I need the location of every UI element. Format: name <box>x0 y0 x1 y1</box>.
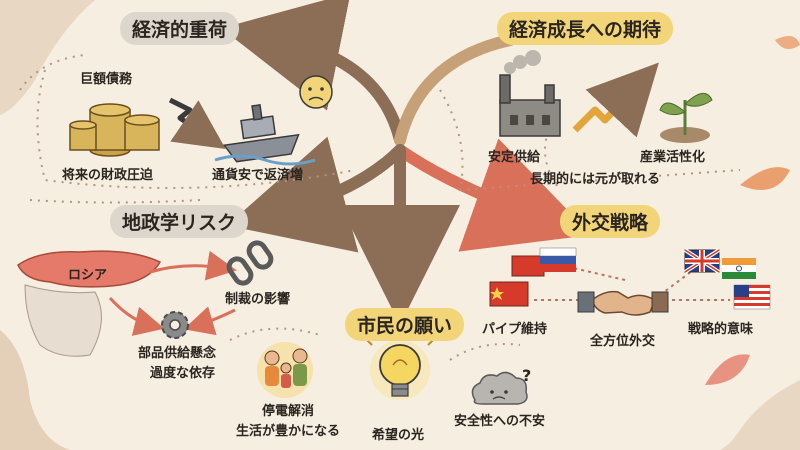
section-title-citizens-wish: 市民の願い <box>345 308 465 341</box>
section-title-economic-burden: 経済的重荷 <box>120 12 240 45</box>
arrow-russia-to-parts <box>108 296 165 336</box>
handshake-icon <box>577 290 669 316</box>
label-industry-activation: 産業活性化 <box>640 150 706 165</box>
dotted-link <box>659 264 701 296</box>
section-title-growth-expectation: 経済成長への期待 <box>497 12 674 45</box>
dotted-swirl <box>29 199 201 204</box>
flag-china-icon <box>489 255 545 307</box>
sprout-icon <box>659 93 713 143</box>
arrow-russia-to-sanctions <box>149 250 237 281</box>
family-icon <box>257 342 313 398</box>
corner-wash-bottom-left <box>0 330 70 450</box>
label-omni-diplomacy: 全方位外交 <box>590 334 656 349</box>
factory-icon <box>499 50 561 137</box>
label-stable-supply: 安定供給 <box>488 150 541 165</box>
label-sanctions: 制裁の影響 <box>225 292 291 307</box>
arrow-to-growth <box>394 34 516 146</box>
label-parts-supply: 部品供給懸念 <box>138 346 217 361</box>
dotted-frame <box>36 69 356 189</box>
arrow-to-burden <box>221 0 406 146</box>
label-safety-concern: 安全性への不安 <box>454 414 546 429</box>
lightbulb-icon <box>364 328 436 400</box>
growth-arrow-icon <box>572 62 659 138</box>
label-fiscal-pressure: 将来の財政圧迫 <box>62 168 154 183</box>
corner-wash-bottom-right <box>720 380 800 450</box>
worried-cloud-icon <box>471 371 528 405</box>
label-keep-pipe: パイプ維持 <box>482 322 548 337</box>
zigzag-arrow-icon <box>168 97 226 150</box>
label-russia: ロシア <box>68 268 108 283</box>
flag-uk-icon <box>683 248 721 274</box>
section-title-diplomatic-strategy: 外交戦略 <box>560 205 661 238</box>
arrow-to-geopolitics <box>227 136 406 253</box>
label-ray-of-hope: 希望の光 <box>372 428 425 443</box>
label-huge-debt: 巨額債務 <box>80 72 133 87</box>
label-blackout-resolved: 停電解消 <box>262 404 315 419</box>
question-mark-glyph: ? <box>522 366 532 385</box>
leaf-decoration <box>775 36 800 49</box>
label-richer-life: 生活が豊かになる <box>236 424 341 439</box>
flag-usa-icon <box>733 284 771 310</box>
section-title-geopolitical-risk: 地政学リスク <box>110 205 249 238</box>
sinking-ship-icon <box>214 104 316 166</box>
leaf-decoration <box>705 354 750 385</box>
label-currency-depreciation: 通貨安で返済増 <box>212 168 304 183</box>
coins-icon <box>69 103 160 157</box>
label-long-term-payoff: 長期的には元が取れる <box>530 172 661 187</box>
flag-india-icon <box>722 258 756 279</box>
label-strategic-meaning: 戦略的意味 <box>688 322 754 337</box>
russia-map-icon <box>17 250 162 357</box>
flag-russia-icon <box>539 247 577 272</box>
arrow-to-diplomacy <box>394 138 592 252</box>
label-over-dependence: 過度な依存 <box>150 366 216 381</box>
dotted-swirl <box>449 343 521 361</box>
worried-face-icon <box>299 75 333 109</box>
dotted-frame <box>439 89 741 192</box>
broken-chain-icon <box>226 240 274 286</box>
corner-wash-top-left <box>0 0 95 115</box>
gear-icon <box>161 311 189 339</box>
leaf-decoration <box>740 167 790 190</box>
dotted-swirl <box>229 327 321 341</box>
arrow-sanctions-to-parts <box>183 306 236 336</box>
